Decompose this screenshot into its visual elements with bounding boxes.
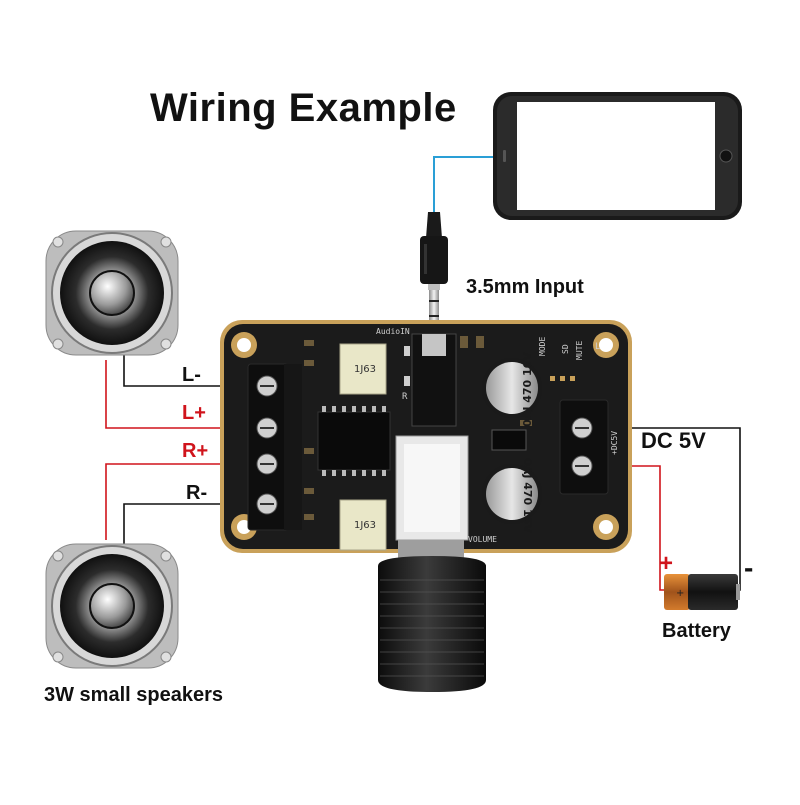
wire-l-plus	[105, 360, 262, 429]
l-plus-label: L+	[182, 402, 206, 424]
wire-r-minus	[123, 503, 262, 560]
r-plus-label: R+	[182, 440, 209, 462]
dc-label: DC 5V	[641, 428, 706, 453]
silk-volume: VOLUME	[468, 535, 497, 544]
inductor-label: 1J63	[354, 364, 377, 375]
smartphone-icon	[493, 92, 742, 220]
audio-jack-icon	[420, 212, 448, 334]
r-minus-label: R-	[186, 482, 208, 504]
amplifier-board-icon	[220, 320, 632, 553]
speakers-label: 3W small speakers	[44, 684, 223, 706]
battery-minus-label: -	[744, 552, 754, 583]
battery-icon: +	[664, 574, 740, 610]
silk-audio-in: AudioIN	[376, 327, 410, 336]
silk-mute: MUTE	[575, 340, 584, 360]
silk-r: R	[402, 392, 408, 402]
input-label: 3.5mm Input	[466, 276, 584, 298]
page-title: Wiring Example	[150, 86, 457, 130]
volume-knob-icon	[378, 540, 486, 692]
audio-cable	[433, 156, 496, 215]
silk-sd: SD	[561, 344, 570, 354]
l-minus-label: L-	[182, 364, 201, 386]
wire-r-plus	[105, 463, 262, 540]
inductor-label: 1J63	[354, 520, 377, 531]
battery-label: Battery	[662, 620, 731, 642]
speaker-icon	[45, 543, 179, 669]
svg-text:+: +	[676, 588, 684, 599]
silk-dc5v: +DC5V	[610, 430, 619, 455]
speaker-icon	[45, 230, 179, 356]
capacitor-label: 0AJ 470 16V	[520, 352, 534, 427]
silk-mode: MODE	[538, 336, 547, 356]
battery-plus-label: +	[659, 550, 674, 577]
silk-l: L	[595, 342, 601, 352]
capacitor-label: 0AJ 470 16V	[520, 458, 534, 533]
